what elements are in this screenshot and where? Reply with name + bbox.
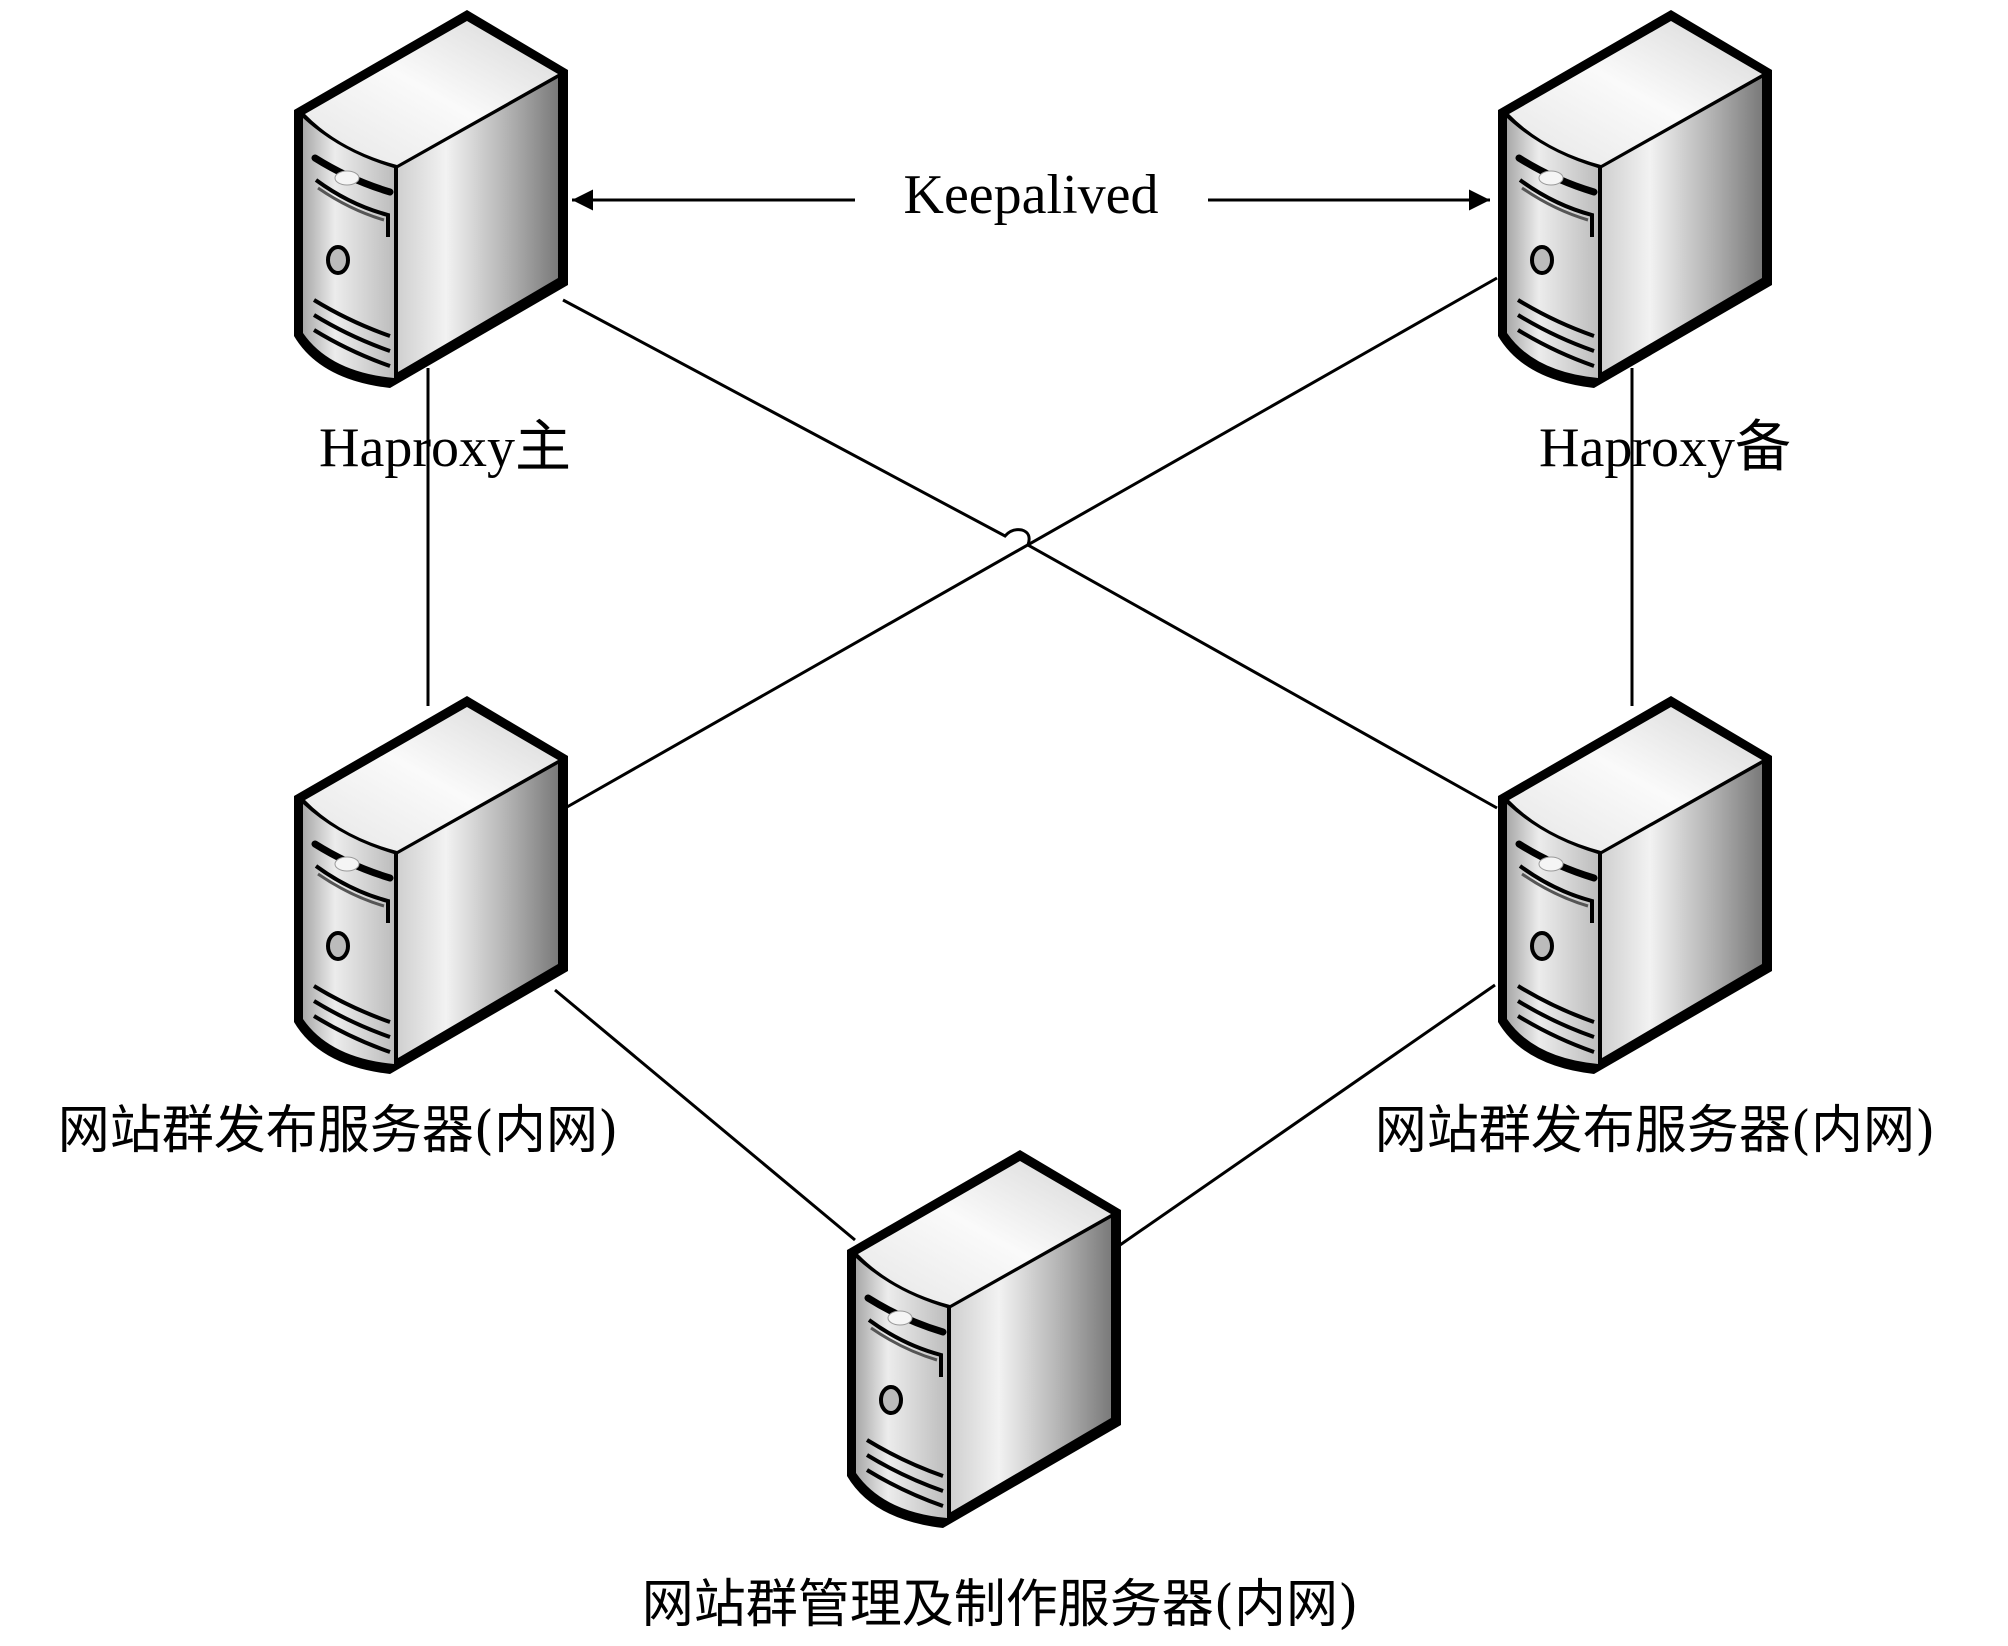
- node-publish-left[interactable]: [294, 696, 568, 1074]
- node-label-haproxy-master: Haproxy主: [319, 417, 571, 479]
- server-tower-icon: [1498, 10, 1772, 388]
- node-label-publish-left: 网站群发布服务器(内网): [58, 1101, 619, 1161]
- edge-backup-publish-left: [566, 276, 1498, 809]
- edge-publish-right-manage: [1119, 983, 1496, 1247]
- server-tower-icon: [294, 696, 568, 1074]
- edge-publish-left-manage: [554, 988, 856, 1242]
- edge-label-keepalived: Keepalived: [904, 164, 1159, 226]
- node-label-publish-right: 网站群发布服务器(内网): [1375, 1101, 1936, 1161]
- server-tower-icon: [1498, 696, 1772, 1074]
- node-manage[interactable]: [847, 1150, 1121, 1528]
- edge-master-publish-right: [562, 298, 1498, 810]
- node-haproxy-master[interactable]: [294, 10, 568, 388]
- server-tower-icon: [847, 1150, 1121, 1528]
- node-label-haproxy-backup: Haproxy备: [1539, 417, 1791, 479]
- node-haproxy-backup[interactable]: [1498, 10, 1772, 388]
- node-label-manage: 网站群管理及制作服务器(内网): [642, 1575, 1359, 1635]
- node-publish-right[interactable]: [1498, 696, 1772, 1074]
- server-tower-icon: [294, 10, 568, 388]
